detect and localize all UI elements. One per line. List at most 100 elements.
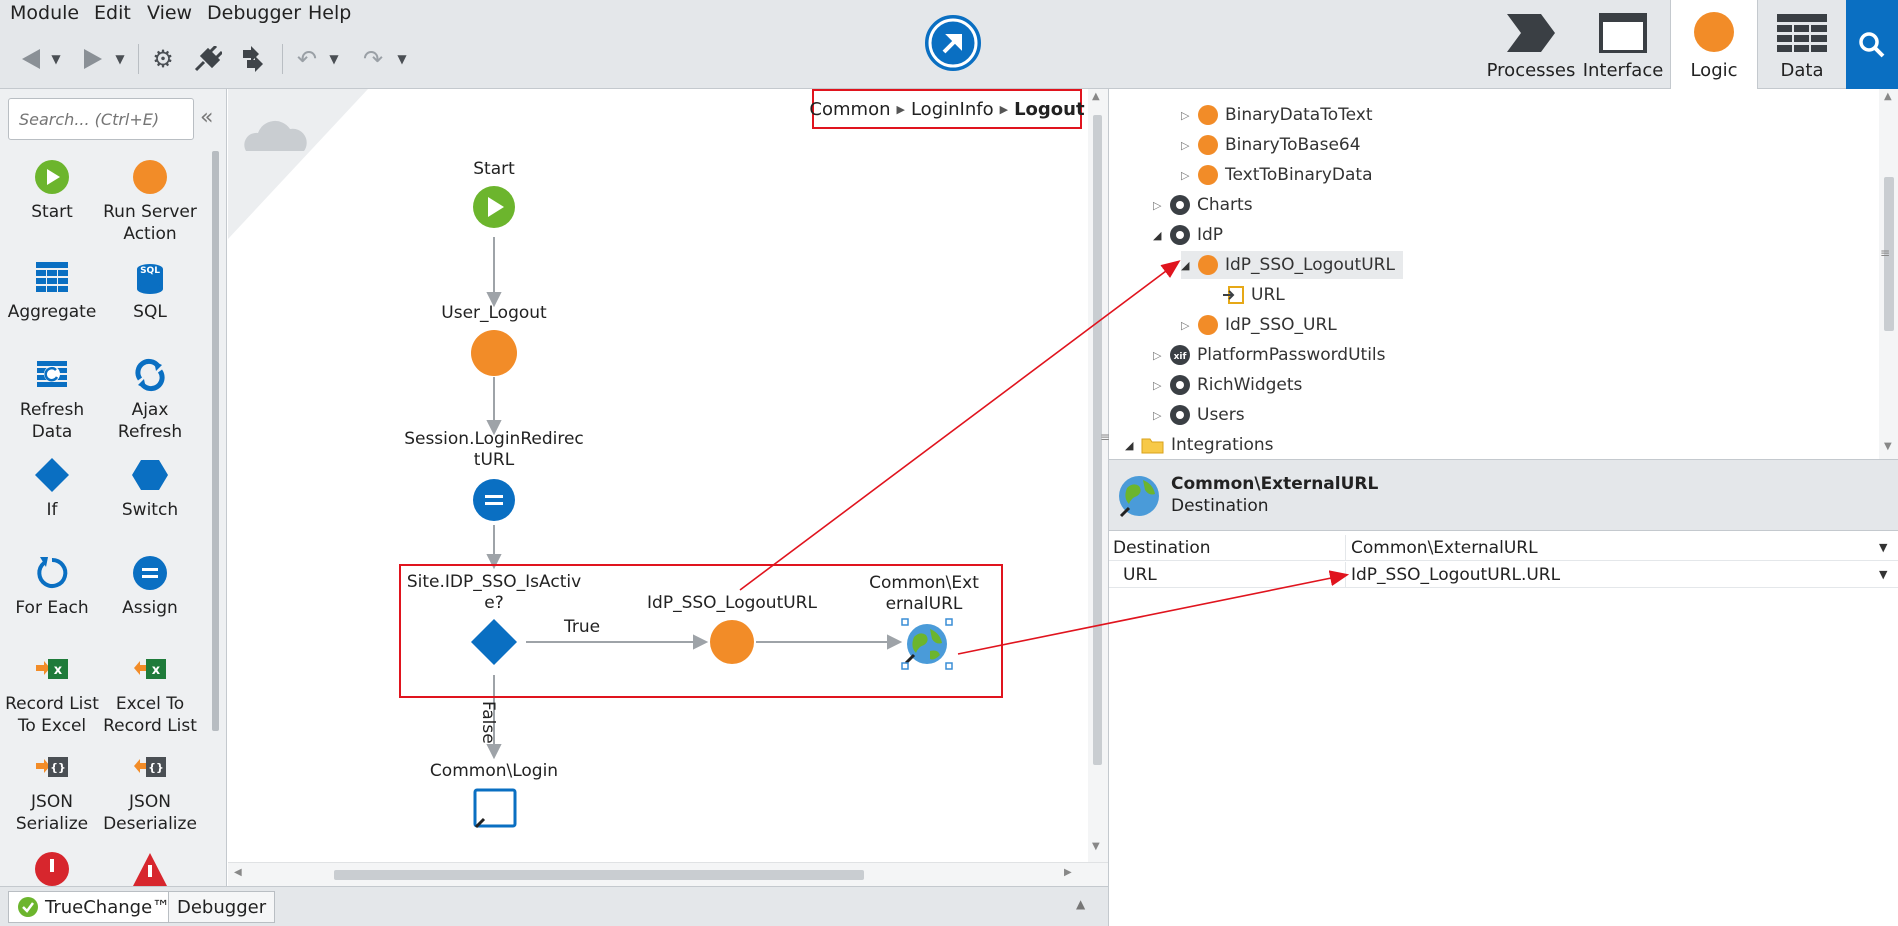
breadcrumb-item[interactable]: Common bbox=[809, 98, 891, 120]
tool-record-list-to-excel[interactable]: x Record List To Excel bbox=[2, 651, 102, 737]
external-url-node[interactable] bbox=[900, 617, 954, 671]
collapse-panel-icon[interactable]: « bbox=[200, 105, 214, 130]
tool-sql[interactable]: SQL SQL bbox=[100, 259, 200, 323]
tree-scroll-thumb[interactable] bbox=[1884, 177, 1894, 331]
flow-canvas[interactable]: Common ▶ LoginInfo ▶ Logout Start User_L… bbox=[228, 89, 1108, 862]
tool-start[interactable]: Start bbox=[2, 159, 102, 223]
menu-help[interactable]: Help bbox=[308, 2, 352, 24]
tree-item-selected[interactable]: ◢ IdP_SSO_LogoutURL bbox=[1181, 251, 1403, 279]
property-value[interactable]: IdP_SSO_LogoutURL.URL bbox=[1351, 565, 1561, 585]
tab-data[interactable]: Data bbox=[1760, 0, 1844, 89]
undo-dropdown-icon[interactable]: ▼ bbox=[329, 52, 339, 66]
back-dropdown-icon[interactable]: ▼ bbox=[51, 52, 61, 66]
tree-item[interactable]: ▷ Charts bbox=[1153, 195, 1253, 215]
tree-item[interactable]: ▷ RichWidgets bbox=[1153, 375, 1303, 395]
property-row[interactable]: URL IdP_SSO_LogoutURL.URL ▼ bbox=[1109, 562, 1898, 588]
search-button[interactable] bbox=[1846, 0, 1898, 89]
menu-debugger[interactable]: Debugger bbox=[207, 2, 302, 24]
canvas-vertical-scrollbar[interactable]: ▲ ▼ bbox=[1088, 89, 1108, 862]
tool-assign[interactable]: Assign bbox=[100, 555, 200, 619]
tool-for-each[interactable]: For Each bbox=[2, 555, 102, 619]
expand-icon[interactable]: ▷ bbox=[1181, 138, 1190, 152]
tree-splitter-handle[interactable]: ≡ bbox=[1880, 246, 1891, 260]
canvas-horizontal-scrollbar[interactable] bbox=[228, 855, 1088, 862]
tab-debugger[interactable]: Debugger bbox=[168, 891, 276, 923]
tab-truechange[interactable]: TrueChange™ bbox=[8, 891, 180, 923]
menu-module[interactable]: Module bbox=[10, 2, 80, 24]
toolbox-search-input[interactable] bbox=[8, 98, 194, 140]
tree-item[interactable]: ▷ TextToBinaryData bbox=[1181, 165, 1373, 185]
scroll-up-icon[interactable]: ▲ bbox=[1092, 91, 1100, 102]
tree-item[interactable]: ▷ Users bbox=[1153, 405, 1245, 425]
expand-icon[interactable]: ▷ bbox=[1153, 408, 1162, 422]
redo-dropdown-icon[interactable]: ▼ bbox=[397, 52, 407, 66]
app-logo-icon[interactable] bbox=[922, 12, 984, 74]
expand-icon[interactable]: ▷ bbox=[1181, 108, 1190, 122]
chevron-down-icon[interactable]: ▼ bbox=[1879, 541, 1888, 554]
forward-dropdown-icon[interactable]: ▼ bbox=[115, 52, 125, 66]
user-logout-node[interactable] bbox=[470, 329, 518, 377]
property-row[interactable]: Destination Common\ExternalURL ▼ bbox=[1109, 535, 1898, 561]
login-node[interactable] bbox=[472, 787, 518, 833]
tab-interface[interactable]: Interface bbox=[1582, 0, 1664, 89]
property-value[interactable]: Common\ExternalURL bbox=[1351, 538, 1538, 558]
json-serialize-icon: {} bbox=[36, 757, 68, 777]
tool-run-server-action[interactable]: Run Server Action bbox=[100, 159, 200, 245]
tool-json-serialize[interactable]: {} JSON Serialize bbox=[2, 749, 102, 835]
tree-item[interactable]: ▷ BinaryToBase64 bbox=[1181, 135, 1361, 155]
tool-json-deserialize[interactable]: {} JSON Deserialize bbox=[100, 749, 200, 835]
tab-processes[interactable]: Processes bbox=[1487, 0, 1575, 89]
tool-aggregate[interactable]: Aggregate bbox=[2, 259, 102, 323]
redo-icon[interactable]: ↷ bbox=[362, 45, 384, 73]
splitter-handle[interactable]: ≡ bbox=[1100, 430, 1111, 444]
scroll-right-icon[interactable]: ▶ bbox=[1064, 867, 1072, 878]
expand-icon[interactable]: ▷ bbox=[1181, 168, 1190, 182]
scroll-down-icon[interactable]: ▼ bbox=[1884, 441, 1892, 452]
scroll-left-icon[interactable]: ◀ bbox=[234, 867, 242, 878]
flow-connectors bbox=[486, 237, 903, 760]
expand-panel-icon[interactable]: ▲ bbox=[1076, 897, 1086, 911]
plug-icon[interactable] bbox=[190, 44, 224, 74]
tree-item[interactable]: ▷ xif PlatformPasswordUtils bbox=[1153, 345, 1386, 365]
toolbox-scrollbar[interactable] bbox=[212, 151, 219, 731]
tool-excel-to-record-list[interactable]: x Excel To Record List bbox=[100, 651, 200, 737]
menu-view[interactable]: View bbox=[147, 2, 193, 24]
expand-icon[interactable]: ▷ bbox=[1153, 198, 1162, 212]
scroll-up-icon[interactable]: ▲ bbox=[1884, 91, 1892, 102]
chevron-down-icon[interactable]: ▼ bbox=[1879, 568, 1888, 581]
expand-icon[interactable]: ▷ bbox=[1181, 318, 1190, 332]
start-node[interactable] bbox=[472, 185, 516, 229]
collapse-icon[interactable]: ◢ bbox=[1125, 438, 1134, 452]
logout-action-node[interactable] bbox=[709, 619, 755, 665]
scroll-down-icon[interactable]: ▼ bbox=[1092, 841, 1100, 852]
tree-item[interactable]: ◢ IdP bbox=[1153, 225, 1224, 245]
undo-icon[interactable]: ↶ bbox=[296, 45, 318, 73]
publish-icon[interactable] bbox=[236, 44, 270, 74]
canvas-hscroll-thumb[interactable] bbox=[334, 870, 864, 880]
canvas-hscroll[interactable]: ◀ ▶ bbox=[228, 862, 1108, 886]
tool-refresh-data[interactable]: Refresh Data bbox=[2, 357, 102, 443]
tree-item[interactable]: URL bbox=[1221, 281, 1285, 309]
gear-icon[interactable]: ⚙ bbox=[152, 45, 174, 73]
tree-item[interactable]: ▷ BinaryDataToText bbox=[1181, 105, 1373, 125]
expand-icon[interactable]: ▷ bbox=[1153, 348, 1162, 362]
expand-icon[interactable]: ▷ bbox=[1153, 378, 1162, 392]
raise-exception-icon[interactable] bbox=[34, 851, 70, 891]
tree-scrollbar[interactable]: ▲ ▼ bbox=[1879, 89, 1898, 459]
collapse-icon[interactable]: ◢ bbox=[1181, 258, 1190, 272]
collapse-icon[interactable]: ◢ bbox=[1153, 228, 1162, 242]
exception-handler-icon[interactable] bbox=[132, 851, 168, 891]
tree-item[interactable]: ◢ Integrations bbox=[1125, 435, 1274, 455]
menu-edit[interactable]: Edit bbox=[94, 2, 131, 24]
tool-if[interactable]: If bbox=[2, 457, 102, 521]
forward-icon[interactable] bbox=[76, 44, 110, 74]
tree-item[interactable]: ▷ IdP_SSO_URL bbox=[1181, 315, 1337, 335]
back-icon[interactable] bbox=[14, 44, 48, 74]
tool-ajax-refresh[interactable]: Ajax Refresh bbox=[100, 357, 200, 443]
breadcrumb-current: Logout bbox=[1014, 98, 1085, 120]
assign-node[interactable] bbox=[472, 478, 516, 522]
breadcrumb-item[interactable]: LoginInfo bbox=[910, 98, 994, 120]
tab-logic[interactable]: Logic bbox=[1670, 0, 1758, 89]
if-node[interactable] bbox=[470, 618, 518, 666]
tool-switch[interactable]: Switch bbox=[100, 457, 200, 521]
